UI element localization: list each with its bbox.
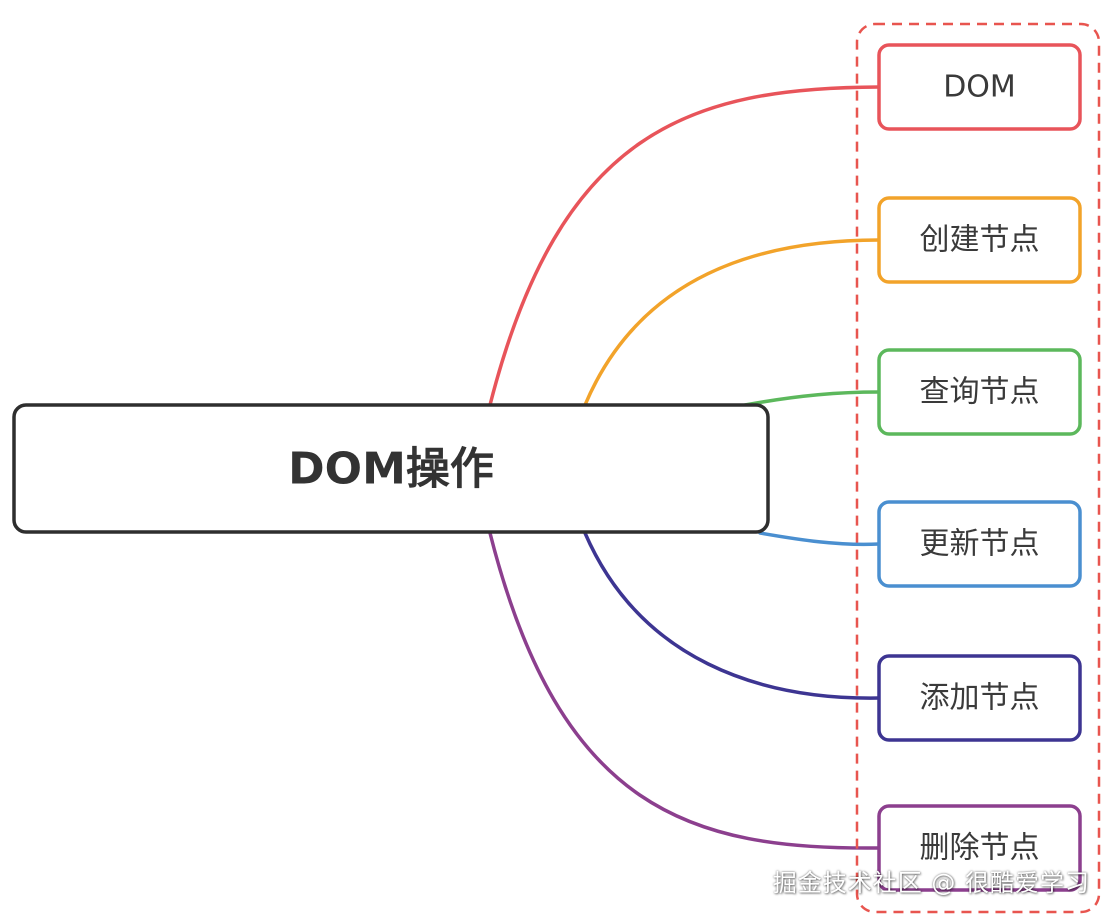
connector-5 — [583, 531, 881, 700]
child-node-1[interactable]: DOM — [877, 43, 1082, 131]
connector-1 — [488, 85, 881, 407]
connector-2 — [583, 238, 881, 407]
child-group-frame — [855, 22, 1101, 914]
child-node-box — [877, 500, 1082, 588]
child-node-box — [877, 196, 1082, 284]
child-node-box — [877, 43, 1082, 131]
child-node-label: 更新节点 — [920, 527, 1040, 562]
root-node[interactable]: DOM操作 — [12, 403, 770, 534]
child-node-6[interactable]: 删除节点 — [877, 804, 1082, 892]
connector-6 — [488, 531, 881, 850]
child-node-2[interactable]: 创建节点 — [877, 196, 1082, 284]
root-node-label: DOM操作 — [288, 444, 494, 495]
child-node-label: 添加节点 — [920, 681, 1040, 716]
child-node-label: 查询节点 — [920, 375, 1040, 410]
child-node-3[interactable]: 查询节点 — [877, 348, 1082, 436]
child-node-label: 创建节点 — [920, 223, 1040, 258]
child-node-5[interactable]: 添加节点 — [877, 654, 1082, 742]
connector-4 — [758, 531, 881, 547]
child-node-label: DOM — [943, 70, 1016, 105]
child-node-4[interactable]: 更新节点 — [877, 500, 1082, 588]
connectors — [488, 85, 881, 850]
child-node-box — [877, 348, 1082, 436]
watermark-text: 掘金技术社区 @ 很酷爱学习 — [772, 869, 1090, 897]
root-node-box — [12, 403, 770, 534]
child-node-box — [877, 804, 1082, 892]
connector-3 — [743, 390, 881, 407]
child-node-label: 删除节点 — [920, 831, 1040, 866]
child-node-box — [877, 654, 1082, 742]
